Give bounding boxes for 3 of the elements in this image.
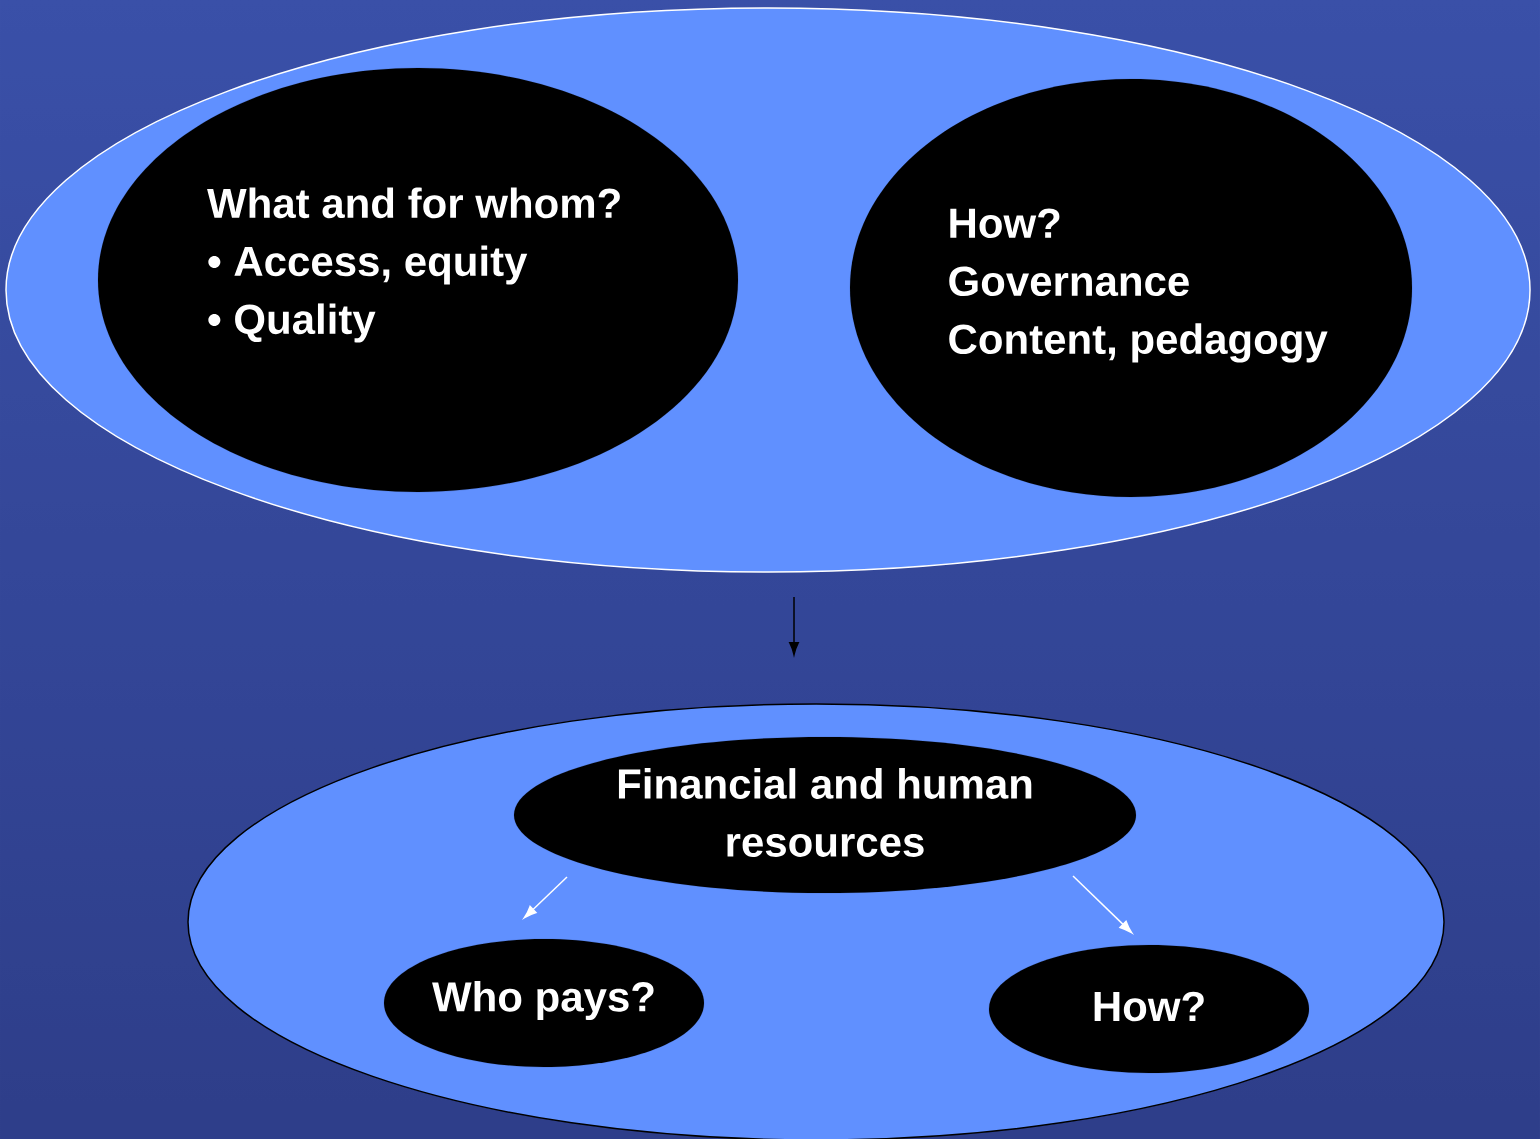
arrow bbox=[789, 596, 799, 656]
arrow bbox=[523, 876, 568, 919]
arrow bbox=[1072, 875, 1133, 934]
